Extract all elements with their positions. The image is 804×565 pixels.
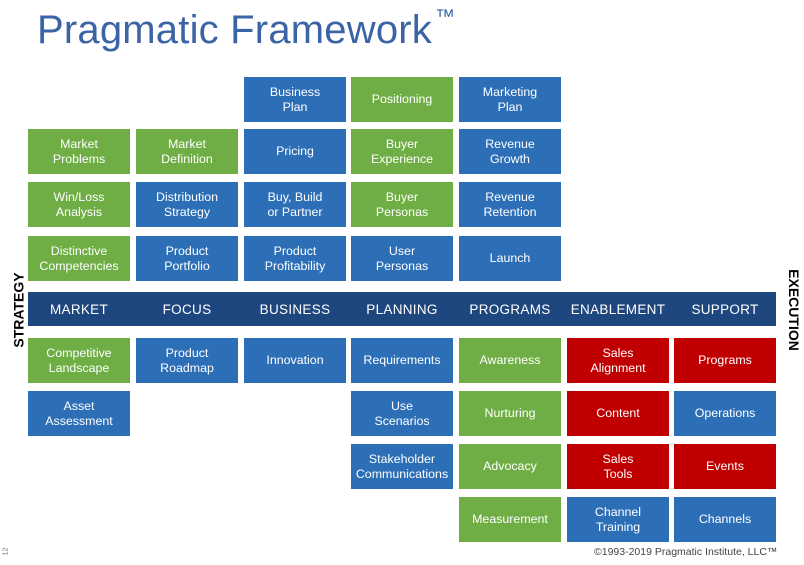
box-nurturing: Nurturing bbox=[459, 391, 561, 436]
column-programs: PROGRAMS bbox=[469, 301, 551, 317]
box-sales-alignment: Sales Alignment bbox=[567, 338, 669, 383]
column-support: SUPPORT bbox=[691, 301, 759, 317]
box-market-definition: Market Definition bbox=[136, 129, 238, 174]
box-buy-build-partner: Buy, Build or Partner bbox=[244, 182, 346, 227]
box-revenue-retention: Revenue Retention bbox=[459, 182, 561, 227]
box-buyer-experience: Buyer Experience bbox=[351, 129, 453, 174]
box-distinctive-competencies: Distinctive Competencies bbox=[28, 236, 130, 281]
box-business-plan: Business Plan bbox=[244, 77, 346, 122]
column-market: MARKET bbox=[49, 301, 109, 317]
category-band bbox=[28, 292, 776, 326]
box-buyer-personas: Buyer Personas bbox=[351, 182, 453, 227]
box-launch: Launch bbox=[459, 236, 561, 281]
box-events: Events bbox=[674, 444, 776, 489]
box-stakeholder-communications: Stakeholder Communications bbox=[351, 444, 453, 489]
column-business: BUSINESS bbox=[259, 301, 331, 317]
box-market-problems: Market Problems bbox=[28, 129, 130, 174]
strategy-label: STRATEGY bbox=[10, 272, 27, 348]
box-revenue-growth: Revenue Growth bbox=[459, 129, 561, 174]
column-focus: FOCUS bbox=[162, 301, 212, 317]
execution-label: EXECUTION bbox=[785, 269, 802, 351]
box-innovation: Innovation bbox=[244, 338, 346, 383]
box-channel-training: Channel Training bbox=[567, 497, 669, 542]
column-enablement: ENABLEMENT bbox=[570, 301, 666, 317]
box-requirements: Requirements bbox=[351, 338, 453, 383]
box-sales-tools: Sales Tools bbox=[567, 444, 669, 489]
box-advocacy: Advocacy bbox=[459, 444, 561, 489]
box-pricing: Pricing bbox=[244, 129, 346, 174]
box-measurement: Measurement bbox=[459, 497, 561, 542]
title-text: Pragmatic Framework bbox=[37, 8, 432, 52]
box-use-scenarios: Use Scenarios bbox=[351, 391, 453, 436]
box-distribution-strategy: Distribution Strategy bbox=[136, 182, 238, 227]
box-win-loss-analysis: Win/Loss Analysis bbox=[28, 182, 130, 227]
box-operations: Operations bbox=[674, 391, 776, 436]
column-planning: PLANNING bbox=[366, 301, 438, 317]
trademark-mark: ™ bbox=[435, 6, 456, 28]
box-awareness: Awareness bbox=[459, 338, 561, 383]
box-user-personas: User Personas bbox=[351, 236, 453, 281]
box-asset-assessment: Asset Assessment bbox=[28, 391, 130, 436]
box-marketing-plan: Marketing Plan bbox=[459, 77, 561, 122]
box-product-profitability: Product Profitability bbox=[244, 236, 346, 281]
copyright-notice: ©1993-2019 Pragmatic Institute, LLC™ bbox=[594, 546, 778, 558]
box-programs-support: Programs bbox=[674, 338, 776, 383]
page-number: 12 bbox=[2, 547, 10, 556]
box-positioning: Positioning bbox=[351, 77, 453, 122]
box-product-portfolio: Product Portfolio bbox=[136, 236, 238, 281]
box-content: Content bbox=[567, 391, 669, 436]
box-competitive-landscape: Competitive Landscape bbox=[28, 338, 130, 383]
box-product-roadmap: Product Roadmap bbox=[136, 338, 238, 383]
box-channels: Channels bbox=[674, 497, 776, 542]
